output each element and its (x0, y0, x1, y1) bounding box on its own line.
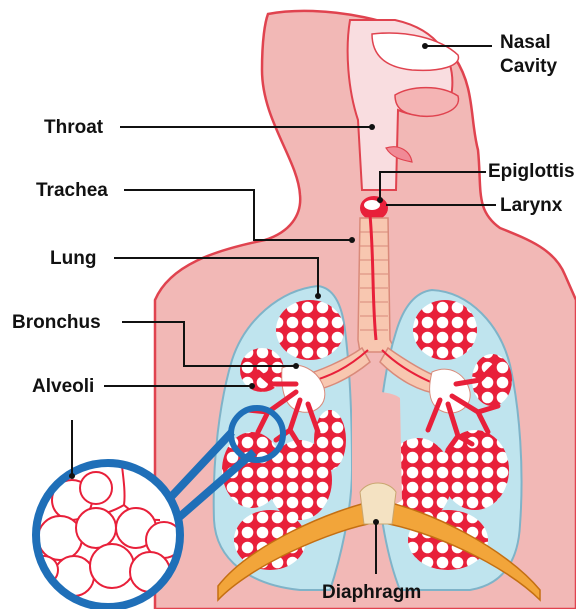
label-lung: Lung (50, 248, 96, 269)
label-diaphragm: Diaphragm (322, 582, 421, 603)
label-throat: Throat (44, 117, 104, 138)
label-epiglottis: Epiglottis (488, 161, 575, 182)
label-bronchus: Bronchus (12, 312, 101, 333)
label-cavity: Cavity (500, 56, 557, 77)
label-trachea: Trachea (36, 180, 108, 201)
label-nasal: Nasal (500, 32, 551, 53)
label-alveoli: Alveoli (32, 376, 94, 397)
label-larynx: Larynx (500, 195, 563, 216)
tongue (395, 88, 458, 117)
